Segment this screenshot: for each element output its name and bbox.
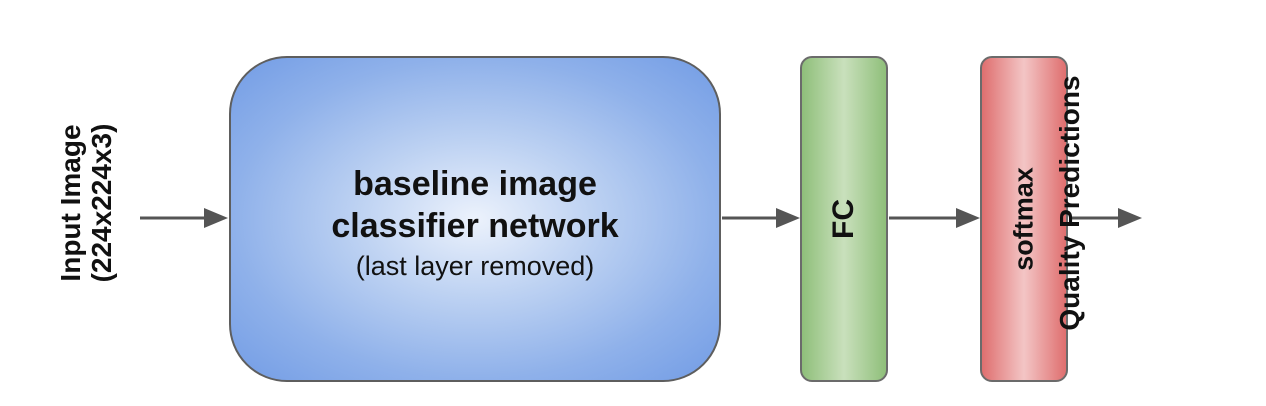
input-image-label: Input Image (224x224x3) bbox=[55, 123, 117, 283]
quality-predictions-label: Quality Predictions bbox=[1050, 38, 1090, 368]
arrow-input-to-baseline bbox=[140, 208, 228, 228]
arrow-baseline-to-fc bbox=[722, 208, 800, 228]
baseline-subtitle: (last layer removed) bbox=[355, 251, 595, 281]
output-label-text: Quality Predictions bbox=[1054, 75, 1085, 331]
fc-label: FC bbox=[827, 199, 860, 239]
softmax-layer-box: softmax bbox=[980, 56, 1068, 382]
input-label-line1: Input Image bbox=[55, 124, 86, 282]
arrow-softmax-to-output bbox=[1069, 208, 1142, 228]
baseline-title-line1: baseline image bbox=[353, 165, 597, 203]
baseline-network-box: baseline image classifier network (last … bbox=[229, 56, 721, 382]
fc-layer-box: FC bbox=[800, 56, 888, 382]
arrow-fc-to-softmax bbox=[889, 208, 980, 228]
softmax-label: softmax bbox=[1008, 167, 1039, 271]
baseline-title-line2: classifier network bbox=[331, 207, 619, 245]
baseline-title: baseline image classifier network bbox=[331, 163, 618, 247]
input-label-line2: (224x224x3) bbox=[86, 123, 117, 283]
